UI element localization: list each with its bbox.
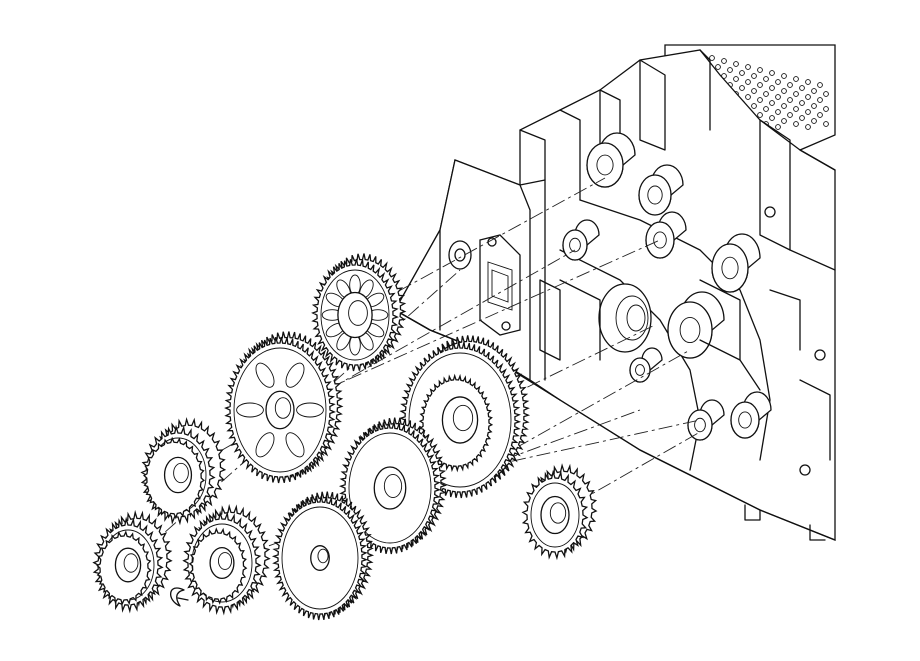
gear-2-axis [279,239,661,411]
vent-hole [757,97,763,103]
shaft-boss [711,233,761,293]
gear-1 [311,253,407,372]
gear-4 [140,416,227,526]
vent-hole [745,94,751,100]
vent-hole [793,76,799,82]
shaft-boss [629,347,663,383]
vent-hole [811,88,817,94]
vent-hole [775,79,781,85]
gear-9 [271,491,375,621]
vent-hole [793,121,799,127]
vent-hole [775,94,781,100]
vent-hole [751,73,757,79]
vent-hole [793,91,799,97]
vent-hole [823,91,829,97]
vent-hole [733,61,739,67]
shaft-boss [730,391,772,439]
vent-hole [745,79,751,85]
vent-hole [775,109,781,115]
vent-hole [799,100,805,106]
vent-hole [805,124,811,130]
vent-hole [781,73,787,79]
vent-hole [799,85,805,91]
gear-7 [92,509,173,614]
gear-8 [182,503,271,616]
vent-hole [787,97,793,103]
vent-hole [793,106,799,112]
vent-hole [757,82,763,88]
gear-5 [338,417,448,555]
vent-hole [769,70,775,76]
vent-hole [781,118,787,124]
vent-hole [811,103,817,109]
gear-set [92,253,598,621]
vent-hole [739,70,745,76]
shaft-boss [667,291,725,359]
vent-hole [787,112,793,118]
vent-hole [805,109,811,115]
shaft-boss [638,164,684,216]
vent-hole [757,67,763,73]
vent-hole [757,112,763,118]
vent-hole [817,82,823,88]
vent-hole [739,85,745,91]
vent-hole [733,76,739,82]
shaft-boss [562,219,600,261]
vent-hole [751,88,757,94]
vent-hole [823,106,829,112]
vent-hole [811,118,817,124]
vent-hole [823,121,829,127]
vent-hole [763,76,769,82]
vent-hole [799,115,805,121]
vent-hole [709,55,715,61]
vent-hole [769,100,775,106]
vent-hole [805,94,811,100]
gear-6 [521,463,598,561]
shaft-boss [586,132,636,188]
vent-hole [775,124,781,130]
shaft-bosses [562,132,772,441]
vent-hole [715,64,721,70]
gear-1-axis [354,177,606,316]
vent-hole [763,106,769,112]
shaft-boss [645,211,687,259]
vent-hole [805,79,811,85]
vent-hole [781,103,787,109]
vent-hole [745,64,751,70]
gear-8-axis [221,409,641,564]
vent-hole [769,115,775,121]
shaft-boss [687,399,725,441]
gear-2 [224,331,344,484]
vent-hole [817,112,823,118]
vent-hole [727,67,733,73]
vent-hole [781,88,787,94]
e-ring [170,587,189,607]
vent-hole [721,58,727,64]
vent-hole [751,103,757,109]
vent-hole [769,85,775,91]
vent-hole [817,97,823,103]
gear-side-frame [394,44,836,541]
vent-hole [787,82,793,88]
vent-hole [763,91,769,97]
